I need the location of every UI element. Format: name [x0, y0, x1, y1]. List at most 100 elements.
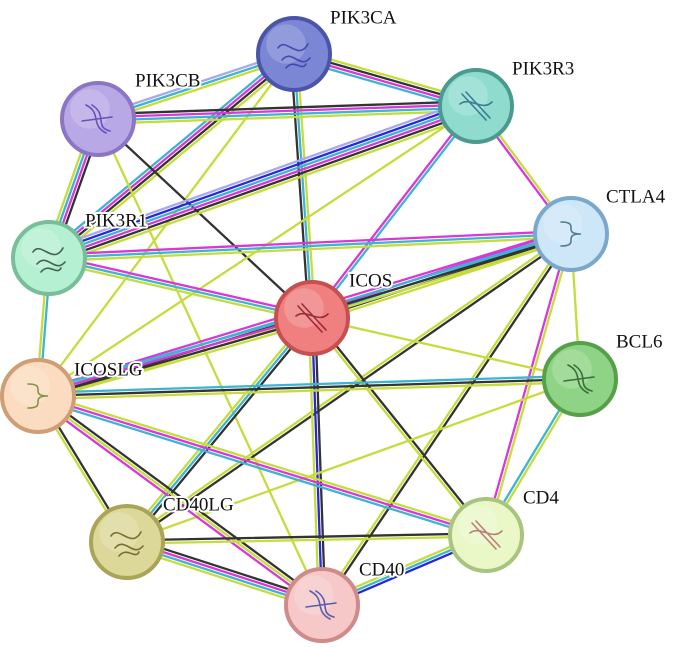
edge-line-textmining: [50, 112, 480, 267]
edge-icoslg-cd40: [34, 392, 326, 609]
node-label-halo: PIK3R1: [85, 210, 147, 231]
node-pik3r3[interactable]: [438, 68, 514, 144]
node-bcl6[interactable]: [542, 341, 618, 417]
node-label-icoslg: ICOSLG: [74, 359, 143, 380]
node-label-halo: PIK3CA: [330, 7, 397, 28]
node-label-halo: ICOS: [349, 270, 392, 291]
protein-structure-icon: [277, 43, 311, 69]
node-highlight: [552, 349, 592, 389]
edge-icos-cd40lg: [123, 314, 316, 546]
edge-line-textmining: [36, 381, 582, 401]
edge-line-coexpression: [38, 392, 326, 604]
node-circle[interactable]: [11, 220, 87, 296]
edge-line-databases: [35, 397, 487, 540]
edge-line-textmining: [310, 316, 582, 381]
node-label-cd40lg: CD40LG: [163, 494, 234, 515]
edge-line-textmining: [319, 231, 571, 606]
nodes-layer: [0, 16, 618, 643]
edge-line-textmining: [47, 236, 573, 263]
node-label-pik3ca: PIK3CA: [330, 7, 397, 28]
node-label-cd40: CD40: [359, 559, 404, 580]
node-circle[interactable]: [438, 68, 514, 144]
protein-structure-icon: [563, 364, 595, 394]
edge-line-textmining: [97, 109, 478, 125]
node-ctla4[interactable]: [533, 196, 609, 272]
edge-pik3r1-icos: [47, 253, 314, 323]
edge-line-coexpression: [49, 109, 479, 264]
node-circle[interactable]: [89, 504, 165, 580]
edge-cd40lg-cd4: [125, 532, 488, 545]
protein-structure-icon: [459, 91, 493, 121]
node-circle[interactable]: [533, 196, 609, 272]
edge-ctla4-cd40: [319, 231, 574, 608]
edge-line-textmining: [47, 259, 313, 323]
edge-line-neighborhood: [46, 100, 476, 255]
edge-line-databases: [125, 316, 314, 544]
edge-line-coexpression: [48, 54, 297, 261]
edge-line-coexpression: [37, 318, 314, 399]
node-icos[interactable]: [274, 280, 350, 356]
edge-pik3cb-cd40: [96, 117, 324, 607]
node-label-icos: ICOS: [349, 270, 392, 291]
edge-line-coexpression: [36, 377, 582, 398]
node-label-halo: CTLA4: [606, 186, 666, 207]
node-label-pik3r1: PIK3R1: [85, 210, 147, 231]
edge-icos-cd40: [307, 316, 327, 607]
node-icoslg[interactable]: [0, 358, 76, 434]
protein-structure-icon: [469, 520, 503, 550]
node-pik3cb[interactable]: [60, 81, 136, 157]
edge-line-neighborhood: [310, 316, 324, 607]
edge-pik3r3-pik3r1: [45, 97, 480, 267]
node-label-ctla4: CTLA4: [606, 186, 666, 207]
edge-bcl6-cd40lg: [125, 377, 582, 544]
node-label-halo: BCL6: [616, 331, 662, 352]
node-cd40lg[interactable]: [89, 504, 165, 580]
edge-line-textmining: [309, 317, 486, 538]
edge-line-databases: [36, 374, 582, 394]
node-circle[interactable]: [0, 358, 76, 434]
edge-line-textmining: [96, 117, 324, 607]
protein-structure-icon: [295, 303, 329, 333]
protein-structure-icon: [110, 531, 144, 557]
edge-line-textmining: [38, 321, 315, 402]
node-cd40[interactable]: [284, 567, 360, 643]
edge-line-experiments: [34, 397, 322, 609]
edge-line-coexpression: [96, 100, 477, 116]
edge-pik3r1-ctla4: [47, 229, 573, 263]
edge-line-experiments: [48, 106, 478, 261]
edge-line-homology: [45, 97, 475, 252]
node-circle[interactable]: [256, 16, 332, 92]
protein-structure-icon: [32, 247, 66, 273]
edge-line-experiments: [96, 103, 478, 119]
edge-line-textmining: [123, 314, 311, 542]
edge-line-databases: [312, 105, 479, 321]
edge-line-experiments: [36, 315, 313, 396]
edge-line-textmining: [50, 56, 299, 263]
edge-line-textmining: [307, 316, 320, 607]
node-highlight: [294, 575, 334, 615]
node-highlight: [21, 228, 61, 268]
node-label-halo: PIK3R3: [512, 58, 574, 79]
edge-line-databases: [47, 103, 477, 258]
edge-line-coexpression: [314, 316, 327, 607]
node-circle[interactable]: [448, 497, 524, 573]
node-pik3ca[interactable]: [256, 16, 332, 92]
edge-pik3ca-pik3r1: [44, 49, 299, 263]
node-label-halo: CD4: [523, 487, 559, 508]
edge-icos-cd4: [309, 315, 489, 538]
node-circle[interactable]: [274, 280, 350, 356]
edge-bcl6-icoslg: [36, 374, 582, 401]
node-label-halo: CD40: [359, 559, 404, 580]
edge-line-databases: [44, 49, 293, 256]
edge-icos-bcl6: [310, 316, 582, 381]
protein-structure-icon: [27, 383, 49, 409]
edge-line-experiments: [48, 253, 314, 317]
edge-pik3cb-pik3r3: [96, 100, 478, 125]
node-highlight: [10, 366, 50, 406]
protein-structure-icon: [560, 221, 582, 247]
node-pik3r1[interactable]: [11, 220, 87, 296]
edge-line-textmining: [486, 233, 574, 537]
node-cd4[interactable]: [448, 497, 524, 573]
edge-line-textmining: [125, 535, 488, 545]
edge-line-databases: [35, 312, 312, 393]
